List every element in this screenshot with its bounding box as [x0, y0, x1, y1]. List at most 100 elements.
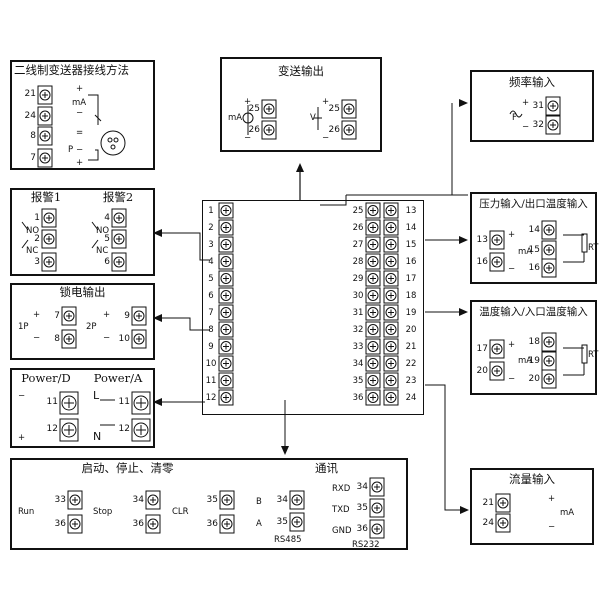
control-stop-t2: 36 — [132, 519, 144, 529]
screw-head — [69, 518, 81, 530]
screw-head — [133, 422, 149, 438]
screw-slot — [370, 224, 376, 231]
two-wire-t1: 21 — [24, 89, 36, 99]
center-terminal-right-7: 19 — [405, 308, 417, 318]
rs485-B: B — [256, 497, 262, 507]
screw-slot — [494, 368, 500, 374]
temp-panel — [470, 300, 597, 395]
transmit-V-minus: − — [322, 133, 330, 143]
center-terminal-mid-12: 36 — [352, 393, 364, 403]
screw-slot — [370, 207, 376, 214]
screw-slot — [72, 521, 78, 527]
screw-slot — [223, 275, 229, 282]
center-terminal-right-12: 24 — [405, 393, 417, 403]
screw-head — [263, 103, 275, 115]
screw-head — [220, 358, 232, 369]
screw-slot — [388, 394, 394, 401]
screw-head — [220, 341, 232, 352]
screw-head — [61, 422, 77, 438]
terminal-block — [202, 200, 424, 415]
lock1-t2: 8 — [54, 334, 60, 344]
screw-slot — [42, 133, 48, 139]
screw-head — [220, 290, 232, 301]
screw-slot — [388, 207, 394, 214]
two-wire-t3: 8 — [30, 131, 36, 141]
screw-slot — [42, 113, 48, 119]
screw-head — [385, 375, 397, 386]
screw-slot — [388, 292, 394, 299]
screw-head — [367, 341, 379, 352]
screw-head — [220, 256, 232, 267]
screw-slot — [388, 343, 394, 350]
screw-slot — [64, 425, 74, 435]
screw-slot — [64, 398, 74, 408]
pressure-panel — [470, 192, 597, 284]
screw-head — [343, 124, 355, 136]
center-terminal-right-6: 18 — [405, 291, 417, 301]
pressure-a-t1: 13 — [476, 235, 488, 245]
lock-panel — [10, 283, 155, 360]
screw-head — [220, 222, 232, 233]
screw-head — [543, 224, 555, 236]
screw-slot — [72, 497, 78, 503]
screw-head — [385, 205, 397, 216]
screw-slot — [546, 265, 552, 271]
lock2-t2: 10 — [118, 334, 130, 344]
two-wire-title: 二线制变送器接线方法 — [14, 63, 129, 77]
screw-slot — [494, 237, 500, 243]
control-comm-panel — [10, 458, 408, 550]
screw-slot — [223, 292, 229, 299]
freq-t2: 32 — [532, 120, 544, 130]
screw-head — [43, 256, 55, 268]
screw-head — [367, 358, 379, 369]
screw-head — [491, 256, 503, 268]
power-a-t2: 12 — [118, 424, 130, 434]
screw-head — [367, 307, 379, 318]
power-d-title: Power/D — [21, 371, 71, 385]
center-terminal-mid-5: 29 — [352, 274, 364, 284]
screw-slot — [223, 377, 229, 384]
screw-head — [113, 256, 125, 268]
power-d-t2: 12 — [46, 424, 58, 434]
alarm2-title: 报警2 — [102, 190, 134, 204]
screw-slot — [370, 377, 376, 384]
screw-head — [385, 307, 397, 318]
screw-slot — [546, 358, 552, 364]
screw-head — [491, 365, 503, 377]
two-wire-sign-3: = — [76, 128, 84, 138]
screw-slot — [546, 247, 552, 253]
alarm2-t3: 6 — [104, 257, 110, 267]
screw-slot — [546, 227, 552, 233]
lock-1P: 1P — [18, 322, 29, 332]
screw-head — [491, 234, 503, 246]
transmit-mA: mA — [228, 113, 243, 123]
screw-slot — [136, 336, 142, 342]
pressure-a-t2: 16 — [476, 257, 488, 267]
pressure-b-t3: 16 — [528, 263, 540, 273]
comm-title: 通讯 — [315, 461, 338, 475]
center-terminal-left-6: 6 — [208, 291, 214, 301]
screw-head — [547, 100, 559, 112]
screw-head — [133, 310, 145, 322]
center-terminal-right-10: 22 — [405, 359, 417, 369]
screw-head — [367, 375, 379, 386]
center-terminal-right-4: 16 — [405, 257, 417, 267]
screw-slot — [370, 326, 376, 333]
screw-slot — [42, 92, 48, 98]
flow-t1: 21 — [482, 498, 494, 508]
screw-slot — [550, 122, 556, 128]
screw-slot — [388, 275, 394, 282]
screw-slot — [370, 275, 376, 282]
screw-head — [385, 290, 397, 301]
screw-head — [220, 307, 232, 318]
alarm-panel — [10, 188, 155, 276]
two-wire-t2: 24 — [24, 111, 36, 121]
temp-RT: RT — [588, 350, 599, 360]
temp-b-t2: 19 — [528, 356, 540, 366]
screw-head — [39, 130, 51, 142]
screw-slot — [46, 259, 52, 265]
screw-slot — [66, 336, 72, 342]
screw-slot — [46, 236, 52, 242]
screw-head — [133, 395, 149, 411]
transmit-mA-t2: 26 — [248, 125, 260, 135]
